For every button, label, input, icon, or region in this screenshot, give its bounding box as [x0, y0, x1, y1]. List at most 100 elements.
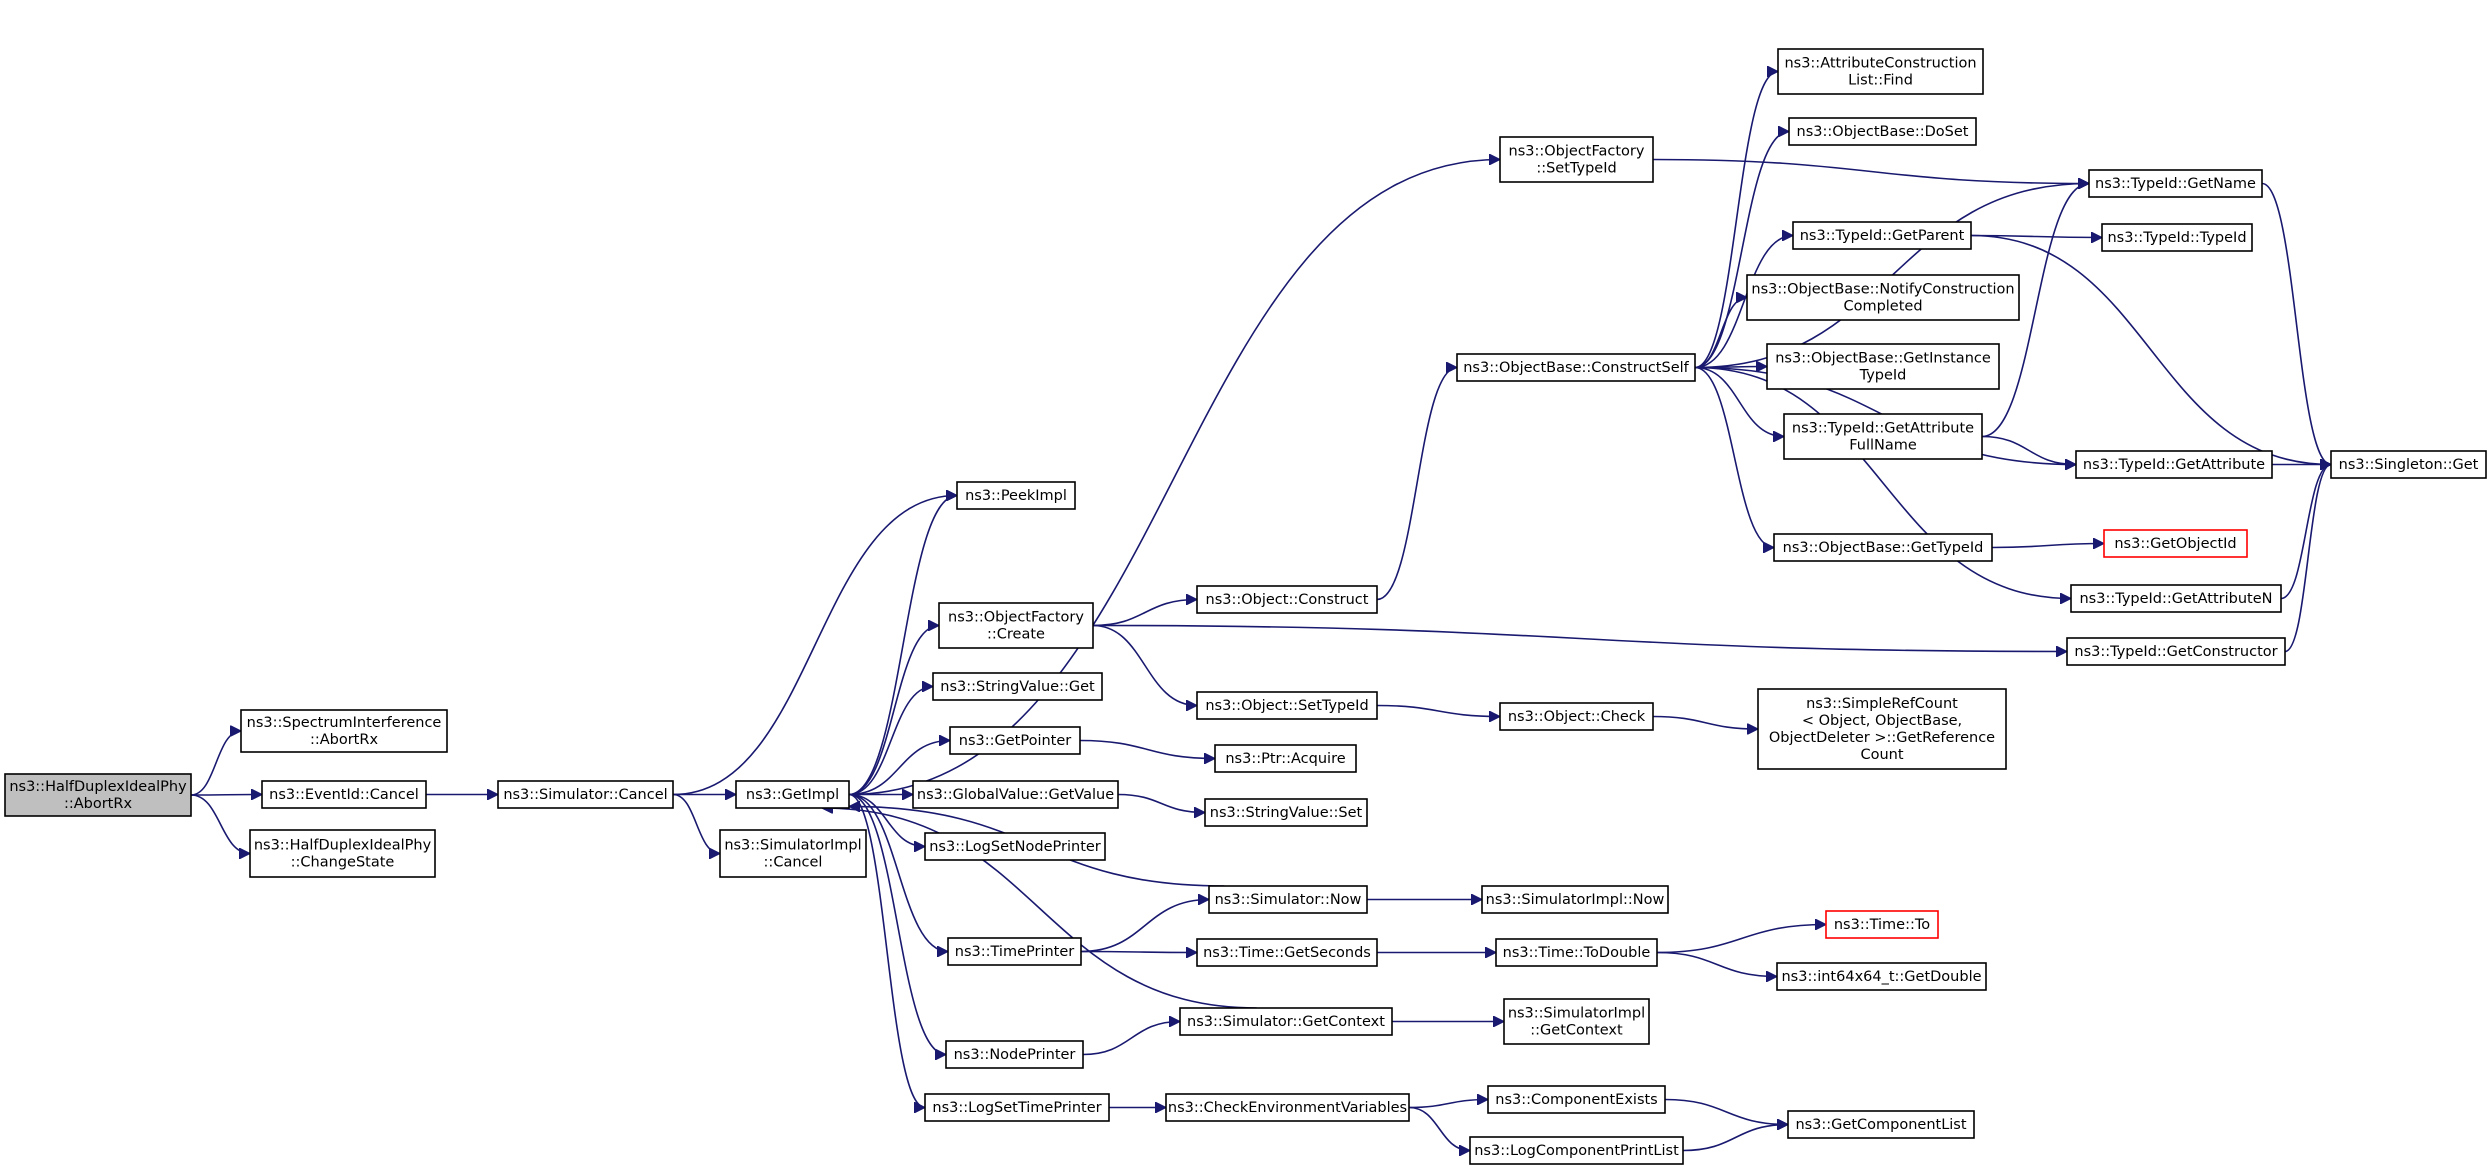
node-simimpl-getcontext[interactable]: ns3::SimulatorImpl::GetContext [1503, 998, 1650, 1045]
node-box [1196, 938, 1378, 967]
node-obj-construct[interactable]: ns3::Object::Construct [1196, 585, 1378, 614]
node-logsetnode[interactable]: ns3::LogSetNodePrinter [924, 832, 1106, 861]
node-logcompprint[interactable]: ns3::LogComponentPrintList [1469, 1136, 1684, 1165]
node-obj-check[interactable]: ns3::Object::Check [1499, 702, 1654, 731]
node-label: ns3::SimpleRefCount [1806, 696, 1958, 712]
node-label: ns3::ObjectBase::ConstructSelf [1463, 360, 1689, 376]
node-strval-get[interactable]: ns3::StringValue::Get [932, 672, 1103, 701]
node-tid-getattr[interactable]: ns3::TypeId::GetAttribute [2075, 450, 2273, 479]
node-box [1825, 910, 1939, 939]
node-logsettime[interactable]: ns3::LogSetTimePrinter [924, 1093, 1110, 1122]
node-label: ns3::Time::To [1834, 917, 1930, 933]
node-simimpl-now[interactable]: ns3::SimulatorImpl::Now [1481, 885, 1669, 914]
node-label: ns3::TypeId::GetConstructor [2074, 644, 2277, 660]
node-box [261, 780, 427, 809]
node-int64-getdouble[interactable]: ns3::int64x64_t::GetDouble [1776, 962, 1987, 991]
node-label: ns3::ObjectBase::NotifyConstruction [1751, 282, 2014, 298]
node-label: FullName [1849, 438, 1917, 454]
node-label: ns3::LogComponentPrintList [1474, 1143, 1679, 1159]
node-label: ns3::StringValue::Get [940, 679, 1095, 695]
node-tid-getparent[interactable]: ns3::TypeId::GetParent [1792, 221, 1972, 250]
node-box [1487, 1085, 1666, 1114]
edge-of-settypeid-to-tid-getname [1652, 158, 2089, 184]
node-box [1746, 274, 2020, 321]
node-sim-cancel[interactable]: ns3::Simulator::Cancel [497, 780, 674, 809]
node-box [956, 481, 1076, 510]
node-obj-settypeid[interactable]: ns3::Object::SetTypeId [1196, 691, 1378, 720]
node-getpointer[interactable]: ns3::GetPointer [949, 726, 1081, 755]
edge-getimpl-to-getpointer [848, 741, 950, 796]
node-label: ns3::EventId::Cancel [269, 787, 419, 803]
node-tid-getctor[interactable]: ns3::TypeId::GetConstructor [2066, 637, 2286, 666]
node-getimpl[interactable]: ns3::GetImpl [735, 780, 850, 809]
edge-tid-getattrn-to-singleton-get [2280, 465, 2332, 600]
node-singleton-get[interactable]: ns3::Singleton::Get [2330, 450, 2487, 479]
edge-getimpl-to-peekimpl [848, 496, 958, 796]
node-of-create[interactable]: ns3::ObjectFactory::Create [938, 602, 1094, 649]
node-sim-now[interactable]: ns3::Simulator::Now [1208, 885, 1368, 914]
node-compexists[interactable]: ns3::ComponentExists [1487, 1085, 1666, 1114]
node-getcomplist[interactable]: ns3::GetComponentList [1787, 1110, 1975, 1139]
edge-ob-constructself-to-tid-getattrfull [1694, 366, 1784, 437]
node-box [2330, 450, 2487, 479]
node-ob-doset[interactable]: ns3::ObjectBase::DoSet [1788, 117, 1977, 146]
edge-tid-getctor-to-singleton-get [2284, 465, 2332, 653]
node-label: ns3::StringValue::Set [1210, 805, 1363, 821]
edge-sim-cancel-to-peekimpl [672, 496, 957, 796]
node-simimpl-cancel[interactable]: ns3::SimulatorImpl::Cancel [719, 829, 867, 878]
node-time-to[interactable]: ns3::Time::To [1825, 910, 1939, 939]
edge-sim-cancel-to-simimpl-cancel [672, 793, 721, 854]
node-label: ns3::LogSetNodePrinter [929, 839, 1101, 855]
node-label: ns3::SimulatorImpl [1508, 1006, 1645, 1022]
edge-root-to-hd-change [190, 794, 251, 854]
node-simplerefcount[interactable]: ns3::SimpleRefCount< Object, ObjectBase,… [1757, 688, 2007, 770]
node-ob-notify[interactable]: ns3::ObjectBase::NotifyConstructionCompl… [1746, 274, 2020, 321]
node-timeprinter[interactable]: ns3::TimePrinter [947, 937, 1082, 966]
node-box [1456, 353, 1696, 382]
node-label: ::AbortRx [64, 796, 132, 812]
node-gv-getvalue[interactable]: ns3::GlobalValue::GetValue [912, 780, 1119, 809]
edge-timeprinter-to-sim-now [1080, 900, 1209, 953]
node-peekimpl[interactable]: ns3::PeekImpl [956, 481, 1076, 510]
node-root[interactable]: ns3::HalfDuplexIdealPhy::AbortRx [4, 773, 192, 817]
node-box [938, 602, 1094, 649]
node-label: ns3::Simulator::Cancel [503, 787, 667, 803]
node-tid-getattrn[interactable]: ns3::TypeId::GetAttributeN [2070, 584, 2282, 613]
node-time-getseconds[interactable]: ns3::Time::GetSeconds [1196, 938, 1378, 967]
node-label: ::Create [987, 627, 1045, 643]
node-box [1196, 585, 1378, 614]
node-of-settypeid[interactable]: ns3::ObjectFactory::SetTypeId [1499, 136, 1654, 183]
node-label: ns3::SpectrumInterference [247, 715, 442, 731]
node-box [1499, 136, 1654, 183]
node-getobjectid[interactable]: ns3::GetObjectId [2103, 529, 2248, 558]
edge-obj-check-to-simplerefcount [1652, 715, 1758, 730]
node-ptr-acquire[interactable]: ns3::Ptr::Acquire [1214, 744, 1357, 773]
node-label: ns3::NodePrinter [954, 1047, 1076, 1063]
node-label: ns3::Object::Check [1508, 709, 1646, 725]
node-ob-constructself[interactable]: ns3::ObjectBase::ConstructSelf [1456, 353, 1696, 382]
node-box [945, 1040, 1084, 1069]
node-time-todouble[interactable]: ns3::Time::ToDouble [1495, 938, 1658, 967]
edge-getimpl-to-logsetnode [848, 793, 925, 847]
node-spec-abort[interactable]: ns3::SpectrumInterference::AbortRx [240, 709, 448, 753]
node-label: ns3::ObjectBase::GetTypeId [1783, 540, 1984, 556]
node-checkenv[interactable]: ns3::CheckEnvironmentVariables [1165, 1093, 1410, 1122]
node-ob-gettypeid[interactable]: ns3::ObjectBase::GetTypeId [1773, 533, 1993, 562]
node-hd-change[interactable]: ns3::HalfDuplexIdealPhy::ChangeState [249, 829, 436, 878]
node-nodeprinter[interactable]: ns3::NodePrinter [945, 1040, 1084, 1069]
edge-getimpl-to-timeprinter [848, 793, 948, 952]
edge-tid-getparent-to-singleton-get [1970, 234, 2331, 465]
node-sim-getcontext[interactable]: ns3::Simulator::GetContext [1179, 1007, 1393, 1036]
node-evt-cancel[interactable]: ns3::EventId::Cancel [261, 780, 427, 809]
edge-timeprinter-to-time-getseconds [1080, 952, 1197, 953]
node-box [1196, 691, 1378, 720]
node-tid-typeid[interactable]: ns3::TypeId::TypeId [2101, 223, 2253, 252]
node-strval-set[interactable]: ns3::StringValue::Set [1204, 798, 1368, 827]
node-box [1481, 885, 1669, 914]
node-tid-getname[interactable]: ns3::TypeId::GetName [2088, 169, 2263, 198]
node-label: ns3::GetPointer [959, 733, 1072, 749]
node-box [2070, 584, 2282, 613]
